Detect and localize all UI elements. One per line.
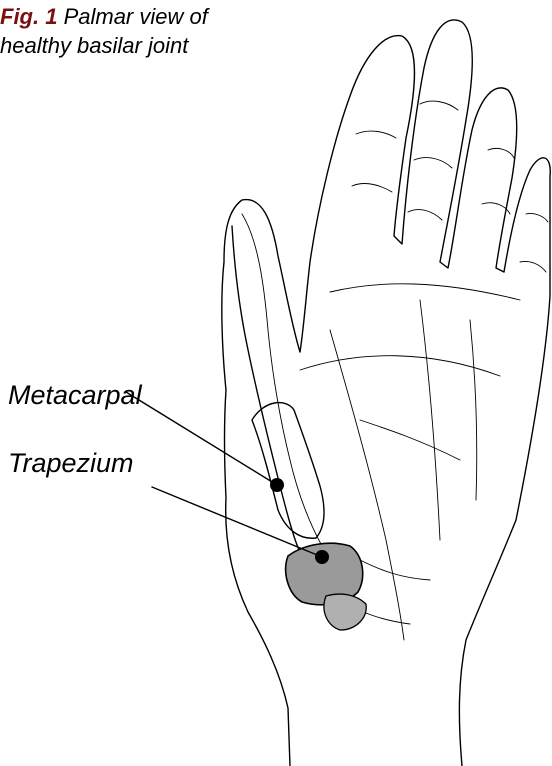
- hand-outline: [222, 20, 550, 766]
- metacarpal-dot: [270, 478, 284, 492]
- lower-carpal: [324, 594, 366, 630]
- palm-line-fate: [420, 300, 440, 540]
- trapezium-leader: [152, 487, 322, 557]
- trapezium-dot: [315, 550, 329, 564]
- palm-line-head: [300, 356, 500, 376]
- thumb-outline: [232, 226, 300, 552]
- palm-line-minor: [360, 320, 477, 500]
- metacarpal-leader: [126, 392, 277, 485]
- label-trapezium: Trapezium: [8, 448, 134, 479]
- label-metacarpal: Metacarpal: [8, 380, 142, 411]
- palm-line-heart: [330, 284, 520, 300]
- crease-index: [352, 131, 396, 192]
- crease-ring: [482, 148, 514, 214]
- crease-little: [520, 213, 548, 272]
